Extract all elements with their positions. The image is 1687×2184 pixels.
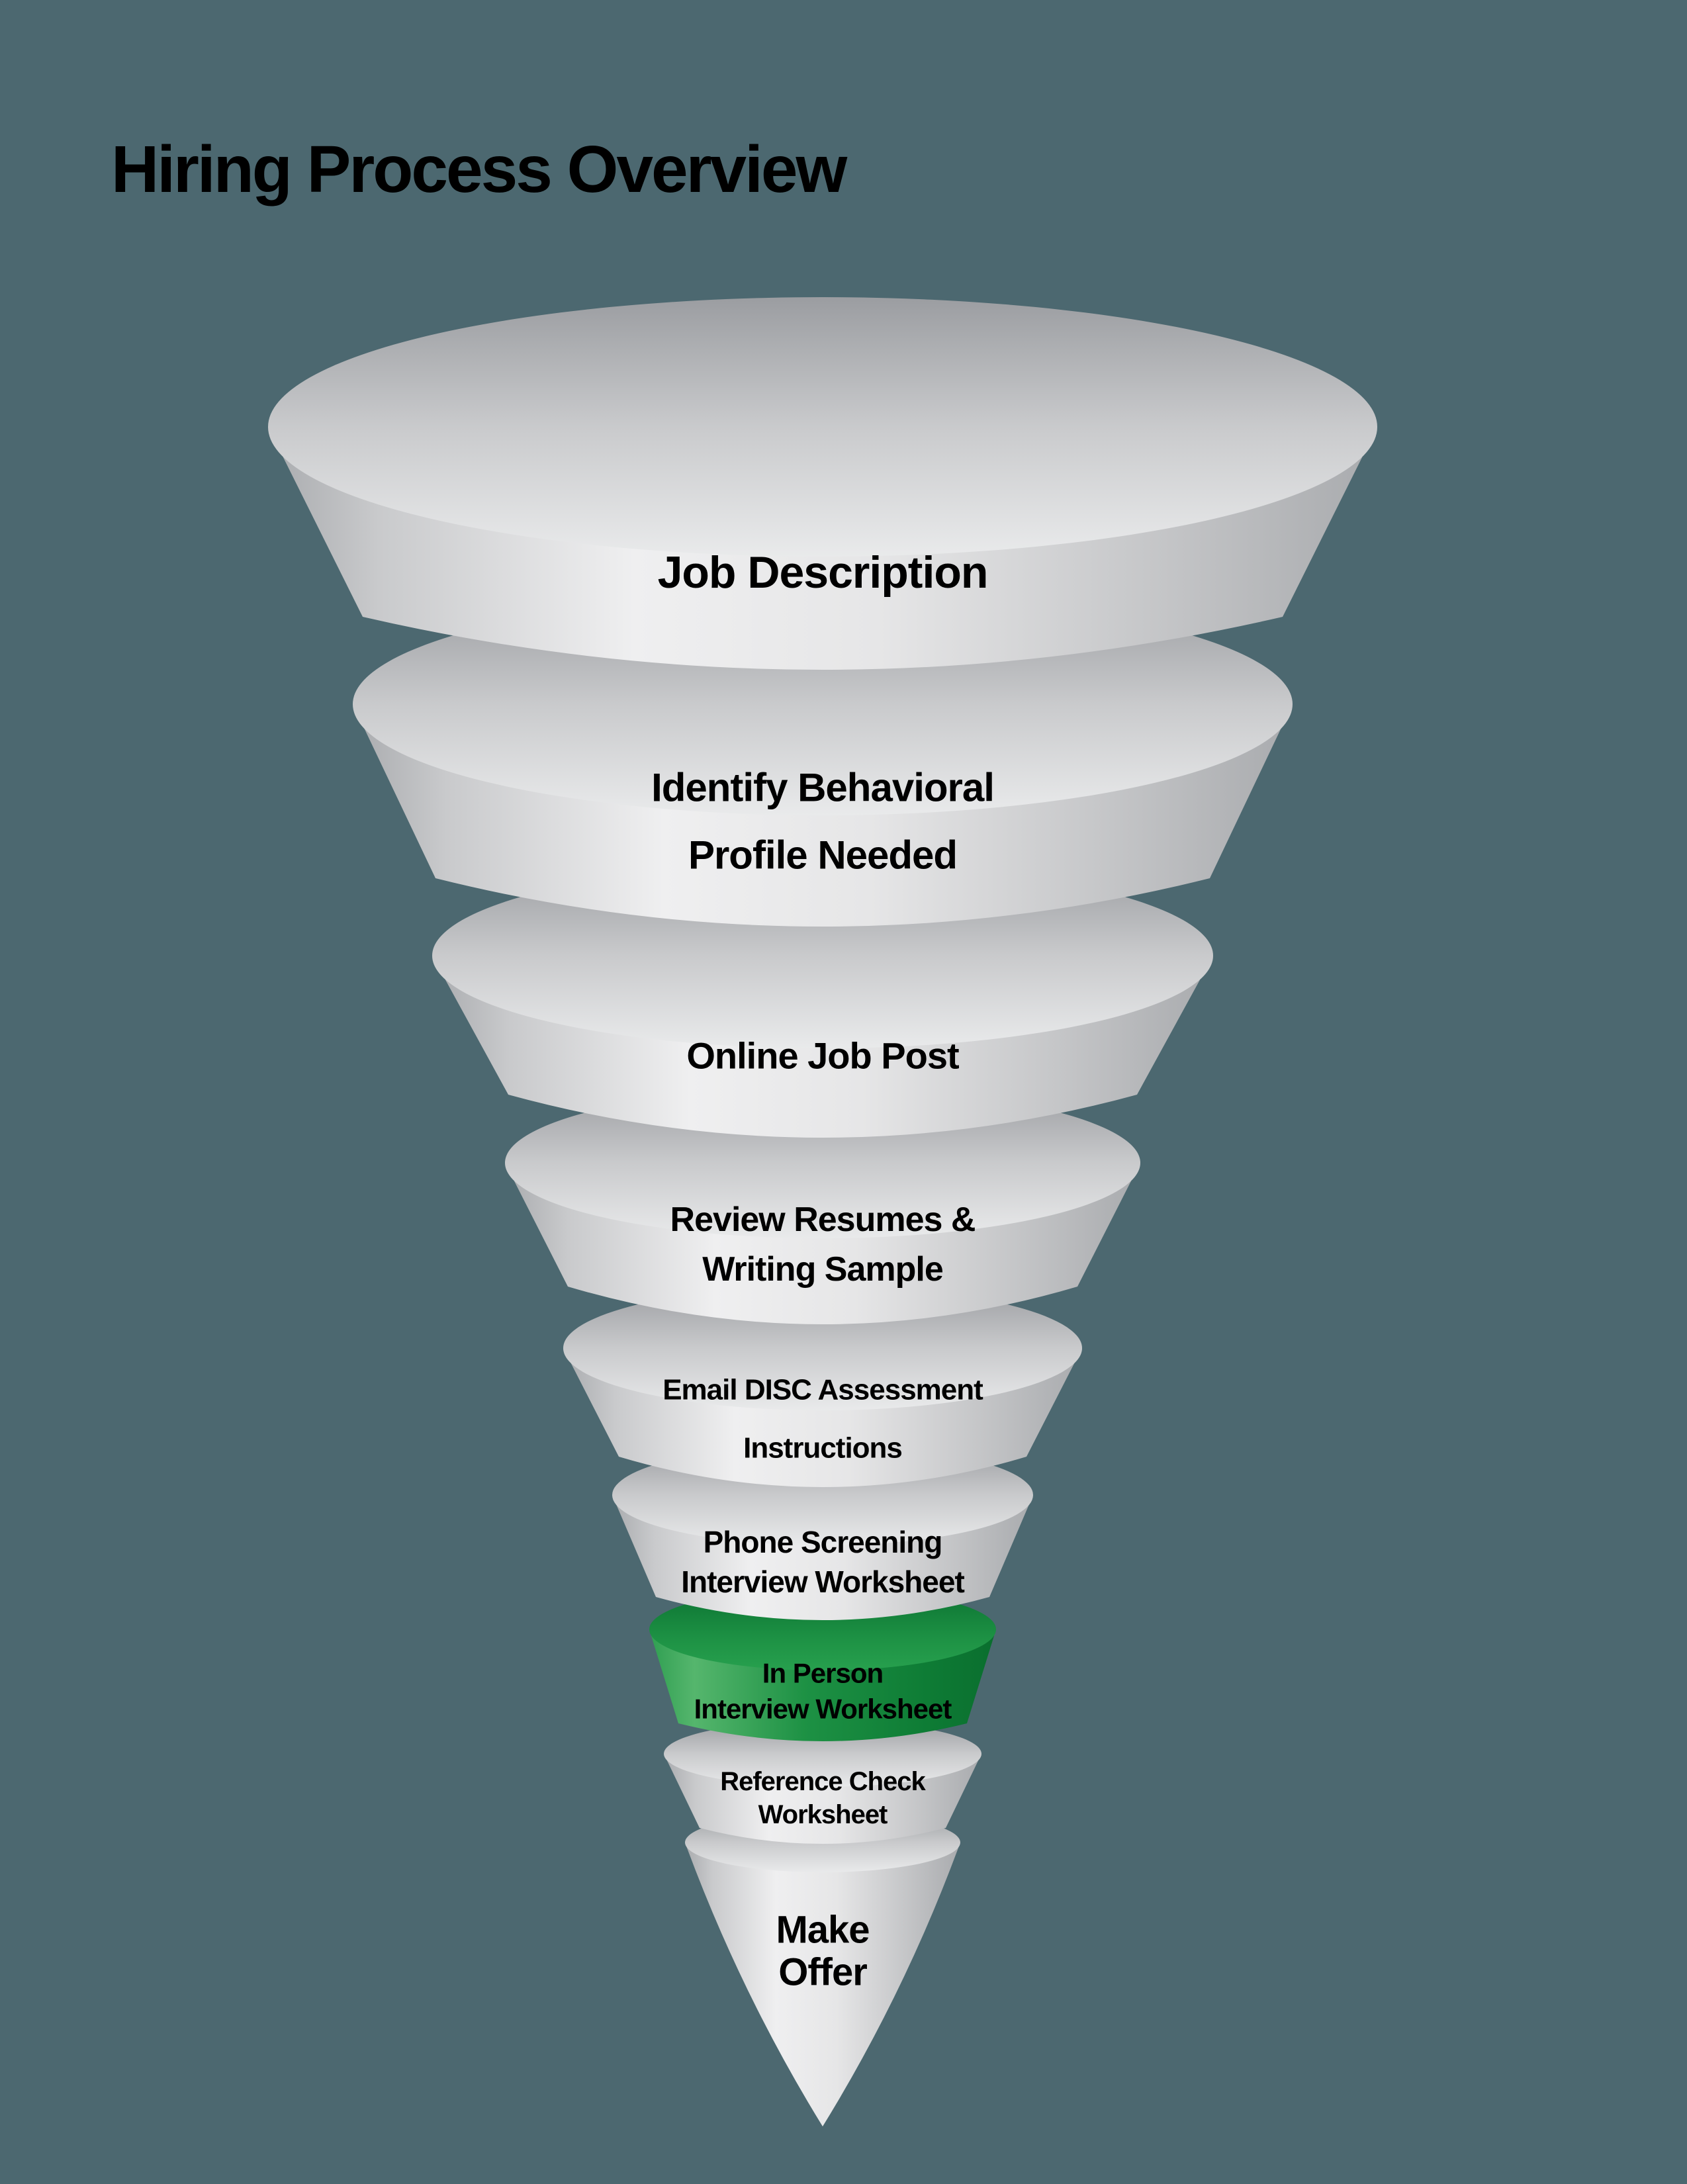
funnel-tier-1-label-line-1: Job Description [658, 547, 988, 598]
funnel-tier-1-top-face [268, 297, 1377, 557]
funnel-tier-9-cone [685, 1843, 960, 2126]
page-title: Hiring Process Overview [111, 132, 848, 206]
funnel-tier-5-top-face [563, 1286, 1082, 1410]
funnel-tier-8: Reference Check Worksheet [664, 1721, 981, 1844]
funnel-tier-6-label-line-1: Phone Screening [704, 1525, 942, 1559]
funnel-tier-5-label-line-2: Instructions [743, 1432, 902, 1465]
funnel-tier-7-label-line-2: Interview Worksheet [694, 1694, 952, 1725]
funnel-tier-3-label-line-1: Online Job Post [686, 1035, 959, 1077]
funnel-tier-4-label-line-1: Review Resumes & [670, 1201, 976, 1239]
funnel-tier-7-label-line-1: In Person [762, 1658, 883, 1689]
funnel-tier-4-label-line-2: Writing Sample [702, 1250, 943, 1289]
funnel-tier-8-top-face [664, 1721, 981, 1787]
funnel-tier-9-label-line-2: Offer [778, 1951, 867, 1994]
funnel-tier-2-label-line-1: Identify Behavioral [651, 766, 994, 810]
funnel-tier-5: Email DISC Assessment Instructions [563, 1286, 1082, 1487]
funnel-tier-5-label-line-1: Email DISC Assessment [662, 1374, 983, 1406]
funnel-tier-6: Phone Screening Interview Worksheet [612, 1445, 1033, 1620]
funnel-tier-8-label-line-2: Worksheet [758, 1800, 888, 1829]
funnel-tier-6-label-line-2: Interview Worksheet [681, 1565, 964, 1599]
funnel-tier-9-label-line-1: Make [776, 1909, 869, 1952]
funnel-tier-9: Make Offer [685, 1813, 960, 2126]
funnel-tier-2-label-line-2: Profile Needed [688, 833, 957, 878]
funnel-tier-8-label-line-1: Reference Check [720, 1767, 926, 1796]
funnel-tier-1: Job Description [268, 297, 1377, 670]
